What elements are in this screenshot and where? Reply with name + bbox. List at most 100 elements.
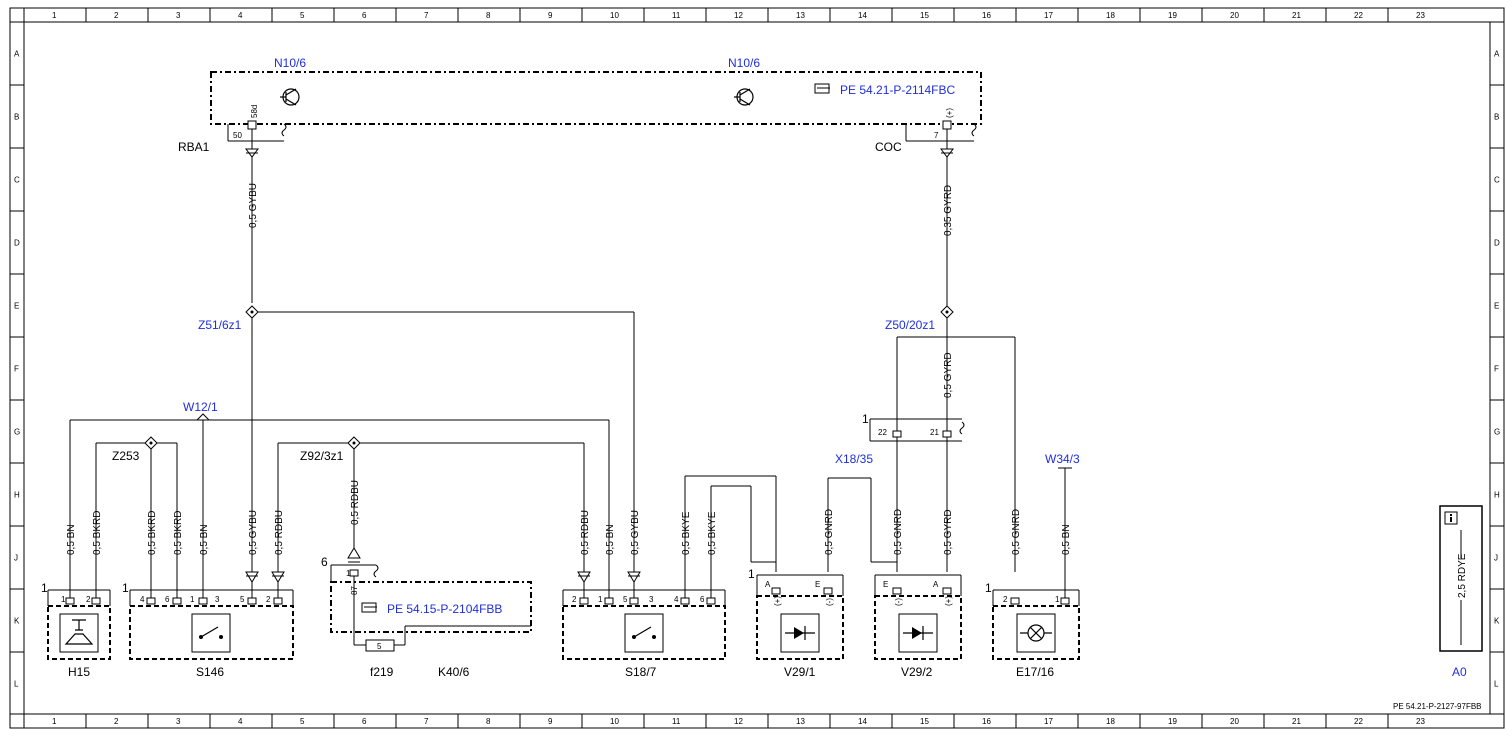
s18-pin-2: 2 (572, 595, 577, 604)
v29-1-box (756, 595, 844, 660)
fuse-f219 (365, 639, 395, 652)
grid-column-label: 22 (1354, 717, 1363, 726)
grid-column-label: 7 (424, 11, 429, 20)
connector-arrows (245, 547, 641, 583)
grid-row-label: H (14, 491, 20, 500)
pe-reference-k40-link[interactable]: PE 54.15-P-2104FBB (387, 602, 502, 616)
pin-58d: 58d (250, 105, 259, 118)
grid-column-label: 7 (424, 717, 429, 726)
grid-column-label: 3 (176, 717, 181, 726)
pin-21: 21 (930, 428, 939, 437)
grid-column-label: 20 (1230, 11, 1239, 20)
grid-column-label: 10 (610, 717, 619, 726)
splice-z51 (245, 305, 259, 319)
grid-row-label: K (1494, 617, 1500, 626)
grid-column-label: 20 (1230, 717, 1239, 726)
pin-7: 7 (934, 131, 939, 140)
reference-hand-icon (814, 83, 830, 94)
legend-wire-label: 2,5 RDYE (1457, 553, 1468, 598)
grid-row-label: B (14, 113, 19, 122)
wire-label-gyrd-035: 0,35 GYRD (943, 185, 954, 236)
v29-1-pin-plus: (+) (773, 596, 782, 606)
k40-label: K40/6 (438, 665, 470, 679)
v29-2-box (874, 595, 962, 660)
w12-label: W12/1 (183, 400, 218, 414)
grid-column-label: 5 (300, 11, 305, 20)
grid-column-label: 13 (796, 717, 805, 726)
grid-column-label: 17 (1044, 717, 1053, 726)
grid-row-label: J (14, 554, 18, 563)
s18-box (562, 605, 726, 660)
grid-labels: 1122334455667788991010111112121313141415… (10, 8, 1504, 728)
pin-50: 50 (233, 131, 242, 140)
wire-label-gyrd-v29-2: 0,5 GYRD (943, 509, 954, 555)
switch-icon (624, 613, 664, 653)
s146-pin-6: 6 (165, 595, 170, 604)
grid-row-label: H (1494, 491, 1500, 500)
wire-label-gnrd-e17: 0,5 GNRD (1011, 509, 1022, 555)
v29-1-label: V29/1 (784, 665, 816, 679)
grid-column-label: 8 (486, 717, 491, 726)
h15-pin-count: 1 (41, 581, 48, 595)
v29-2-pin-minus: (-) (894, 598, 903, 606)
grid-column-label: 3 (176, 11, 181, 20)
n10-6-label-right: N10/6 (728, 56, 760, 70)
grid-row-label: F (1494, 365, 1499, 374)
x18-pin-count: 1 (862, 412, 869, 426)
z253-label: Z253 (112, 449, 140, 463)
coc-label: COC (875, 140, 902, 154)
wire-label-gybu-top: 0,5 GYBU (248, 183, 259, 228)
grid-column-label: 1 (52, 717, 57, 726)
z50-label: Z50/20z1 (885, 318, 935, 332)
grid-column-label: 18 (1106, 11, 1115, 20)
s18-label: S18/7 (625, 665, 657, 679)
grid-column-label: 5 (300, 717, 305, 726)
grid-column-label: 6 (362, 11, 367, 20)
splice-z50 (940, 305, 954, 319)
wire-label-bn-s146: 0,5 BN (199, 524, 210, 555)
s146-pin-3: 3 (215, 595, 220, 604)
e17-box (992, 605, 1080, 660)
pe-reference-link[interactable]: PE 54.21-P-2114FBC (840, 83, 956, 97)
pin-plus: (+) (945, 108, 954, 118)
grid-column-label: 4 (238, 717, 243, 726)
grid-column-label: 13 (796, 11, 805, 20)
transistor-icon (280, 88, 300, 106)
v29-1-pin-a: A (765, 580, 771, 589)
a0-label: A0 (1452, 665, 1467, 679)
transistor-icon (734, 88, 754, 106)
s18-pin-1: 1 (598, 595, 603, 604)
wire-label-gnrd-v29-2: 0,5 GNRD (893, 509, 904, 555)
wire-label-bkye-6: 0,5 BKYE (707, 511, 718, 555)
diode-icon (780, 613, 820, 653)
z51-label: Z51/6z1 (198, 318, 242, 332)
grid-row-label: E (1494, 302, 1499, 311)
e17-pin-2: 2 (1003, 595, 1008, 604)
s146-pin-5: 5 (240, 595, 245, 604)
grid-row-label: G (14, 428, 20, 437)
grid-row-label: D (14, 239, 20, 248)
grid-row-label: A (14, 50, 20, 59)
w34-label: W34/3 (1045, 452, 1080, 466)
grid-column-label: 18 (1106, 717, 1115, 726)
s146-label: S146 (196, 665, 224, 679)
grid-column-label: 4 (238, 11, 243, 20)
grid-row-label: L (1494, 680, 1499, 689)
k40-box (330, 581, 532, 633)
drawing-frame (9, 7, 1505, 729)
wire-label-bkye-4: 0,5 BKYE (681, 511, 692, 555)
s146-pin-1: 1 (190, 595, 195, 604)
grid-row-label: F (14, 365, 19, 374)
splice-z253 (144, 436, 158, 450)
e17-label: E17/16 (1016, 665, 1054, 679)
v29-2-pin-plus: (+) (944, 596, 953, 606)
reference-hand-icon (361, 602, 377, 613)
grid-column-label: 8 (486, 11, 491, 20)
k40-pin-count: 6 (321, 555, 328, 569)
rba1-label: RBA1 (178, 140, 210, 154)
grid-column-label: 17 (1044, 11, 1053, 20)
k40-pin-1: 1 (346, 569, 351, 578)
wire-label-rdbu-k40: 0,5 RDBU (350, 480, 361, 525)
e17-pin-count: 1 (985, 581, 992, 595)
diode-icon (898, 613, 938, 653)
